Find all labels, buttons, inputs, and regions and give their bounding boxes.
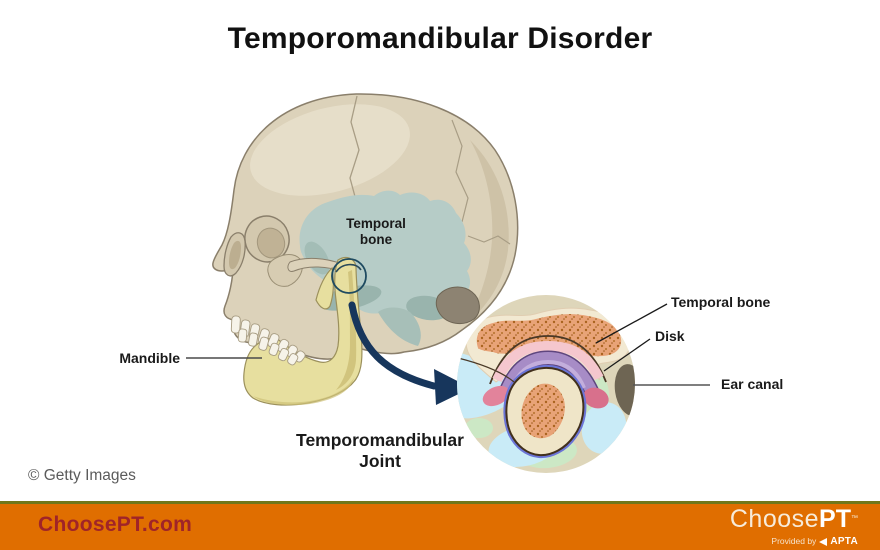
- tmj-circle-marker: [331, 258, 367, 294]
- suture-line: [349, 95, 360, 205]
- occipital-shadow: [435, 286, 480, 325]
- condyle-outline: [335, 263, 362, 273]
- ligament-pink: [482, 385, 510, 407]
- arrow-shaft: [348, 301, 438, 390]
- provided-by-row: Provided by APTA: [730, 536, 858, 547]
- ligament-pink: [583, 387, 609, 409]
- pointer-lines: [186, 303, 710, 386]
- cranium-highlight: [250, 104, 410, 196]
- tmj-caption: Temporomandibular Joint: [278, 430, 482, 472]
- skull-illustration: [212, 93, 519, 406]
- page-title: Temporomandibular Disorder: [227, 22, 653, 55]
- suture-line: [467, 235, 511, 245]
- capsule-pink-band: [492, 340, 604, 383]
- footer-bar: ChoosePT.com ChoosePT™ Provided by APTA: [0, 501, 880, 550]
- temporal-bone-label-line1: Temporal: [346, 216, 406, 231]
- anatomy-artwork: [186, 93, 710, 473]
- lower-teeth: [237, 328, 299, 366]
- inset-disk-label: Disk: [655, 328, 685, 344]
- ear-canal-shape: [614, 364, 635, 416]
- apta-flag-icon: [819, 537, 828, 546]
- soft-tissue-green: [465, 418, 493, 438]
- site-name: ChoosePT.com: [38, 513, 193, 536]
- apta-brand-text: APTA: [830, 536, 858, 547]
- logo-trademark: ™: [851, 515, 858, 522]
- logo-choose-text: Choose: [729, 505, 820, 533]
- mandible: [243, 256, 363, 406]
- tmj-caption-line1: Temporomandibular: [296, 430, 464, 450]
- tmj-inset: [457, 295, 635, 473]
- magnify-arrow: [348, 301, 471, 405]
- arrow-head: [434, 369, 471, 405]
- condyle-speckles: [521, 383, 565, 439]
- mandible-label: Mandible: [119, 350, 180, 366]
- disk-pointer-line: [603, 338, 651, 372]
- temporal-bone-label-line2: bone: [359, 232, 393, 247]
- articular-disk: [500, 351, 598, 395]
- zygomatic-arch: [287, 257, 344, 273]
- suture-line: [451, 119, 469, 223]
- joint-capsule-line: [489, 335, 607, 385]
- logo-pt-text: PT: [819, 505, 851, 533]
- logo-wordmark: ChoosePT™: [730, 506, 858, 536]
- mastoid-process: [378, 307, 421, 346]
- inset-ear-canal-label: Ear canal: [721, 376, 784, 392]
- inset-temporal-bone-label: Temporal bone: [671, 294, 771, 310]
- nasal-aperture: [223, 232, 246, 277]
- temporal-bone-label: Temporal bone: [331, 216, 421, 248]
- attribution: © Getty Images: [28, 467, 136, 484]
- temporal-bone-pointer-line: [595, 303, 668, 344]
- cranium-shadow: [466, 140, 509, 324]
- tmj-caption-line2: Joint: [359, 451, 401, 471]
- muscle-line: [457, 357, 515, 383]
- provided-by-text: Provided by: [771, 536, 817, 546]
- choosept-logo: ChoosePT™ Provided by APTA: [730, 506, 858, 547]
